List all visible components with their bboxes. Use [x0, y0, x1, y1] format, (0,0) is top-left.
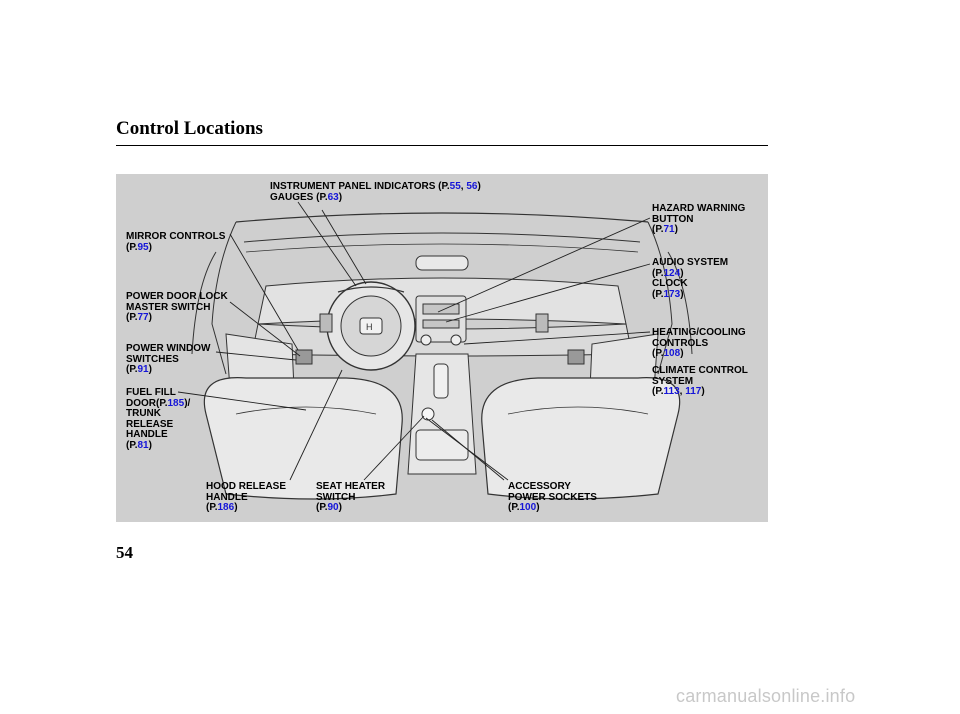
page-title: Control Locations [116, 118, 263, 139]
ref-close: ) [536, 502, 540, 513]
page-ref-81[interactable]: 81 [137, 439, 149, 451]
power-window-label: POWER WINDOW SWITCHES (P.91) [126, 343, 211, 376]
page-ref-56[interactable]: 56 [466, 181, 478, 192]
power-door-lock-label: POWER DOOR LOCK MASTER SWITCH (P.77) [126, 291, 228, 324]
ref-open: (P. [652, 386, 664, 397]
page-ref-185[interactable]: 185 [167, 397, 185, 409]
climate-control-label: CLIMATE CONTROL SYSTEM (P.113, 117) [652, 365, 748, 398]
page-ref-77[interactable]: 77 [137, 312, 149, 323]
page-number: 54 [116, 543, 133, 562]
gauges-label-text: GAUGES (P. [270, 191, 328, 203]
page-ref-71[interactable]: 71 [663, 224, 675, 235]
ref-open: (P. [126, 439, 138, 451]
ref-close: ) [680, 267, 684, 279]
accessory-line2: POWER SOCKETS [508, 491, 597, 503]
instrument-panel-label: INSTRUMENT PANEL INDICATORS (P.55, 56) G… [270, 181, 481, 203]
heating-line2: CONTROLS [652, 337, 709, 349]
title-rule [116, 145, 768, 146]
audio-line1: AUDIO SYSTEM [652, 257, 729, 268]
page-ref-55[interactable]: 55 [449, 181, 461, 192]
ref-close: ) [338, 191, 343, 203]
fuel-line5: HANDLE [126, 429, 168, 440]
illustration-panel: H [116, 174, 768, 522]
fuel-line3: TRUNK [126, 408, 161, 419]
mirror-label-text: MIRROR CONTROLS [126, 231, 226, 242]
ref-open: (P. [652, 224, 664, 235]
page-ref-124[interactable]: 124 [663, 267, 681, 279]
ref-open: (P. [652, 267, 664, 279]
instrument-label-text: INSTRUMENT PANEL INDICATORS (P. [270, 181, 450, 192]
page-ref-173[interactable]: 173 [663, 288, 681, 300]
page-ref-113[interactable]: 113 [663, 386, 680, 397]
fuel-line2-close: )/ [184, 397, 191, 409]
hazard-line2: BUTTON [652, 213, 694, 225]
ref-open: (P. [508, 502, 520, 513]
ref-close: ) [148, 439, 152, 451]
seat-line2: SWITCH [316, 491, 356, 503]
audio-system-label: AUDIO SYSTEM (P.124) CLOCK (P.173) [652, 257, 729, 300]
hood-release-label: HOOD RELEASE HANDLE (P.186) [206, 481, 287, 514]
hazard-warning-label: HAZARD WARNING BUTTON (P.71) [652, 203, 746, 236]
hood-line2: HANDLE [206, 491, 248, 503]
climate-line2: SYSTEM [652, 375, 694, 387]
ref-open: (P. [316, 502, 328, 513]
ref-separator: , [679, 386, 686, 397]
powerdoor-line1: POWER DOOR LOCK [126, 291, 228, 302]
window-line1: POWER WINDOW [126, 343, 211, 354]
ref-close: ) [148, 364, 152, 375]
ref-open: (P. [206, 502, 218, 513]
fuel-fill-label: FUEL FILL DOOR(P.185)/ TRUNK RELEASE HAN… [126, 387, 191, 451]
ref-close: ) [148, 312, 152, 323]
ref-close: ) [338, 502, 342, 513]
clock-line: CLOCK [652, 278, 688, 289]
ref-open: (P. [126, 241, 138, 253]
accessory-line1: ACCESSORY [508, 481, 571, 492]
page-ref-100[interactable]: 100 [519, 502, 537, 513]
ref-close: ) [701, 386, 705, 397]
page-ref-95[interactable]: 95 [137, 241, 149, 253]
page-ref-186[interactable]: 186 [217, 502, 235, 513]
watermark: carmanualsonline.info [676, 686, 856, 706]
window-line2: SWITCHES [126, 353, 179, 365]
ref-open: (P. [652, 348, 664, 359]
heating-cooling-label: HEATING/COOLING CONTROLS (P.108) [652, 327, 746, 360]
page-ref-117[interactable]: 117 [685, 386, 702, 397]
accessory-sockets-label: ACCESSORY POWER SOCKETS (P.100) [508, 481, 597, 514]
hazard-line1: HAZARD WARNING [652, 203, 746, 214]
svg-text:H: H [366, 322, 373, 332]
seat-heater-label: SEAT HEATER SWITCH (P.90) [316, 481, 386, 514]
ref-open: (P. [126, 364, 138, 375]
ref-close: ) [680, 288, 684, 300]
fuel-line2: DOOR(P. [126, 397, 168, 409]
ref-close: ) [148, 241, 152, 253]
ref-separator: , [460, 181, 467, 192]
climate-line1: CLIMATE CONTROL [652, 365, 748, 376]
heating-line1: HEATING/COOLING [652, 327, 746, 338]
ref-close: ) [674, 224, 678, 235]
ref-open: (P. [652, 288, 664, 300]
fuel-line4: RELEASE [126, 418, 174, 430]
hood-line1: HOOD RELEASE [206, 481, 287, 492]
page-ref-91[interactable]: 91 [137, 364, 149, 375]
ref-close: ) [477, 181, 481, 192]
powerdoor-line2: MASTER SWITCH [126, 301, 211, 313]
mirror-controls-label: MIRROR CONTROLS (P.95) [126, 231, 226, 253]
seat-line1: SEAT HEATER [316, 481, 386, 492]
ref-close: ) [234, 502, 238, 513]
car-interior-illustration: H [177, 201, 693, 500]
fuel-line1: FUEL FILL [126, 387, 176, 398]
page-ref-90[interactable]: 90 [327, 502, 339, 513]
page-ref-63[interactable]: 63 [327, 191, 339, 203]
ref-open: (P. [126, 312, 138, 323]
ref-close: ) [680, 348, 684, 359]
page-ref-108[interactable]: 108 [663, 348, 681, 359]
